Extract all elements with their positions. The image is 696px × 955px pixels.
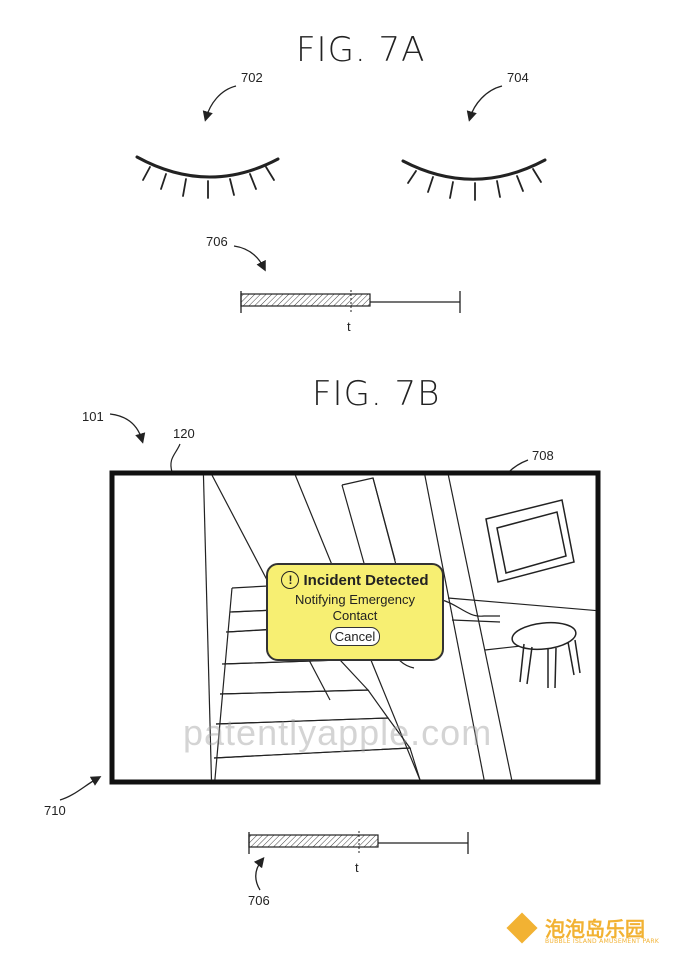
fig-7a-title: FIG. 7A — [296, 30, 426, 70]
brand-diamond-icon — [506, 912, 538, 944]
timeline-bottom — [248, 831, 469, 855]
popup-message-line-2: Contact — [332, 608, 378, 623]
cancel-button[interactable]: Cancel — [329, 627, 381, 646]
ref-704: 704 — [507, 70, 529, 85]
popup-title: Incident Detected — [303, 571, 429, 589]
ref-710: 710 — [44, 803, 66, 818]
leader-arrow-706-bottom — [253, 856, 265, 891]
leader-arrow-702 — [202, 85, 237, 122]
brand-name-cn: 泡泡岛乐园 — [545, 917, 645, 941]
leader-arrow-710 — [59, 776, 102, 801]
timeline-bottom-marker-label: t — [355, 860, 359, 875]
watermark-text: patentlyapple.com — [183, 712, 493, 753]
ref-120: 120 — [173, 426, 195, 441]
ref-706-bottom: 706 — [248, 893, 270, 908]
wall-picture-frame — [485, 499, 575, 583]
closed-left-eye-icon — [135, 155, 280, 199]
fig-7b-title: FIG. 7B — [312, 374, 441, 414]
leader-arrow-704 — [466, 85, 503, 122]
ref-101: 101 — [82, 409, 104, 424]
timeline-top — [240, 290, 461, 314]
table-drawing — [511, 621, 581, 689]
popup-title-row: ! Incident Detected — [268, 571, 442, 589]
leader-line-712 — [441, 599, 500, 617]
closed-right-eye-icon — [401, 158, 547, 201]
leader-line-120 — [170, 443, 181, 473]
ref-706-top: 706 — [206, 234, 228, 249]
timeline-top-marker-label: t — [347, 319, 351, 334]
brand-name-en: BUBBLE ISLAND AMUSEMENT PARK — [545, 938, 660, 945]
popup-message-line-1: Notifying Emergency — [295, 592, 415, 607]
ref-702: 702 — [241, 70, 263, 85]
brand-logo: 泡泡岛乐园 BUBBLE ISLAND AMUSEMENT PARK — [497, 905, 696, 955]
leader-arrow-101 — [109, 413, 146, 444]
incident-alert-popup: ! Incident Detected Notifying Emergency … — [266, 563, 444, 661]
ref-708: 708 — [532, 448, 554, 463]
alert-icon: ! — [281, 571, 300, 589]
leader-arrow-706-top — [233, 245, 266, 272]
